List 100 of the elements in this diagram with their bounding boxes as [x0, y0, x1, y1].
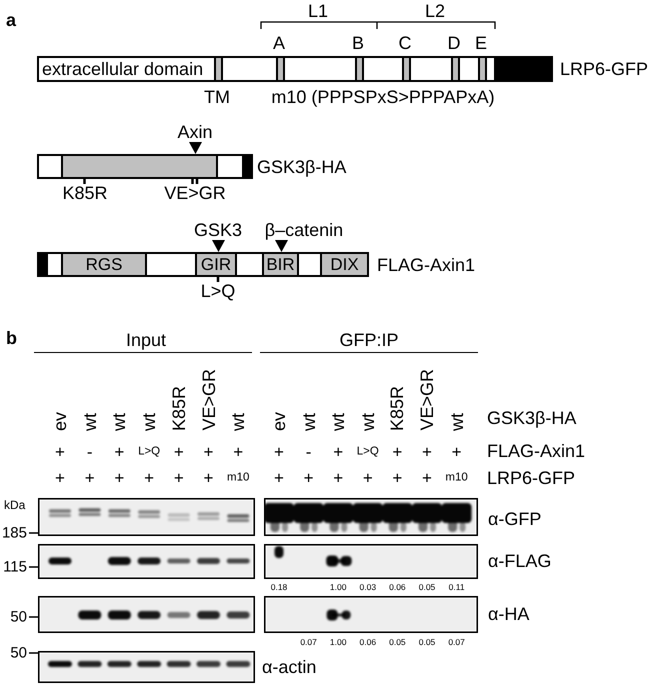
treatment-mark: + — [84, 470, 95, 486]
group-heading: GFP:IP — [340, 331, 398, 349]
size-marker-label: 185 — [2, 526, 27, 540]
quantification-value: 0.05 — [418, 582, 436, 592]
region-label: L1 — [308, 2, 328, 20]
treatment-mark: + — [204, 470, 214, 486]
antibody-label: α-actin — [262, 658, 316, 676]
binding-site-label: Axin — [178, 123, 212, 141]
quantification-value: 0.11 — [448, 582, 465, 592]
size-marker-label: 50 — [10, 646, 27, 660]
binding-site-label: β–catenin — [264, 221, 344, 239]
antibody-label: α-HA — [488, 605, 530, 623]
treatment-mark: + — [204, 444, 214, 460]
motif-label: A — [273, 34, 285, 52]
treatment-mark: + — [233, 444, 244, 460]
motif-label: D — [448, 34, 460, 52]
lane-label: wt — [329, 413, 348, 431]
lane-label: wt — [358, 413, 377, 431]
mutation-label: m10 (PPPSPxS>PPPAPxA) — [271, 88, 495, 106]
lane-label: wt — [80, 413, 99, 431]
treatment-mark: L>Q — [138, 446, 160, 458]
panel-letter: b — [6, 329, 17, 347]
group-heading: Input — [126, 331, 166, 349]
lane-label: wt — [229, 413, 248, 431]
quantification-value: 0.06 — [360, 638, 376, 646]
lane-label: K85R — [170, 386, 188, 431]
treatment-mark: m10 — [227, 472, 250, 484]
domain-box — [195, 252, 237, 277]
treatment-mark: L>Q — [356, 446, 379, 458]
antibody-label: α-GFP — [488, 510, 542, 528]
lane-label: ev — [51, 412, 69, 431]
treatment-mark: + — [392, 470, 402, 486]
treatment-mark: + — [55, 470, 65, 486]
lane-label: VE>GR — [418, 369, 436, 431]
protein-label: LRP6-GFP — [560, 60, 648, 78]
quantification-value: 1.00 — [330, 638, 346, 646]
quantification-value: 0.18 — [270, 582, 288, 592]
motif-label: C — [398, 34, 412, 52]
unit-label: kDa — [4, 499, 26, 511]
panel-letter: a — [6, 11, 16, 29]
region-label: L2 — [424, 2, 446, 20]
treatment-mark: + — [174, 444, 184, 460]
protein-bar — [37, 252, 369, 277]
mutation-label: L>Q — [200, 282, 236, 300]
protein-label: GSK3β-HA — [257, 158, 346, 176]
lane-label: K85R — [388, 386, 406, 431]
domain-box — [61, 154, 218, 179]
motif-label: E — [475, 34, 487, 52]
lane-label: wt — [448, 413, 466, 431]
treatment-mark: + — [304, 470, 314, 486]
treatment-mark: + — [55, 444, 65, 460]
treatment-mark: + — [274, 470, 284, 486]
treatment-mark: + — [333, 444, 344, 460]
mutation-label: K85R — [62, 184, 108, 202]
domain-box — [262, 252, 299, 277]
quantification-value: 0.07 — [300, 638, 317, 646]
treatment-mark: + — [333, 470, 344, 486]
binding-site-label: GSK3 — [194, 221, 242, 239]
treatment-mark: + — [114, 470, 124, 486]
quantification-value: 0.06 — [389, 582, 406, 592]
domain-label: TM — [204, 88, 230, 106]
domain-label: GIR — [200, 256, 232, 273]
treatment-mark: + — [362, 470, 373, 486]
row-label: LRP6-GFP — [487, 469, 576, 487]
motif-label: B — [352, 34, 364, 52]
treatment-mark: + — [174, 470, 184, 486]
domain-box — [320, 252, 369, 277]
quantification-value: 1.00 — [330, 582, 346, 592]
domain-box — [61, 252, 147, 277]
quantification-value: 0.07 — [448, 638, 465, 646]
row-label: FLAG-Axin1 — [487, 442, 586, 460]
treatment-mark: + — [452, 444, 462, 460]
mutation-label: VE>GR — [164, 184, 226, 202]
lane-label: VE>GR — [200, 369, 218, 431]
lane-label: ev — [270, 412, 288, 431]
antibody-label: α-FLAG — [488, 552, 552, 570]
treatment-mark: + — [422, 444, 432, 460]
treatment-mark: + — [274, 444, 284, 460]
treatment-mark: - — [306, 444, 312, 460]
treatment-mark: m10 — [445, 472, 468, 484]
treatment-mark: + — [422, 470, 432, 486]
quantification-value: 0.05 — [389, 638, 406, 646]
lane-label: wt — [300, 413, 318, 431]
size-marker-label: 50 — [10, 610, 27, 624]
treatment-mark: + — [144, 470, 154, 486]
quantification-value: 0.03 — [360, 582, 376, 592]
protein-label: FLAG-Axin1 — [377, 256, 476, 274]
treatment-mark: + — [392, 444, 402, 460]
lane-label: wt — [110, 413, 128, 431]
quantification-value: 0.05 — [418, 638, 436, 646]
domain-label: extracellular domain — [41, 60, 204, 78]
size-marker-label: 115 — [3, 560, 27, 574]
protein-bar — [37, 56, 553, 82]
protein-bar — [37, 154, 253, 179]
domain-label: RGS — [86, 256, 122, 273]
lane-label: wt — [140, 413, 158, 431]
domain-label: BIR — [266, 256, 295, 273]
treatment-mark: + — [114, 444, 124, 460]
domain-label: DIX — [330, 256, 359, 273]
row-label: GSK3β-HA — [487, 409, 576, 427]
